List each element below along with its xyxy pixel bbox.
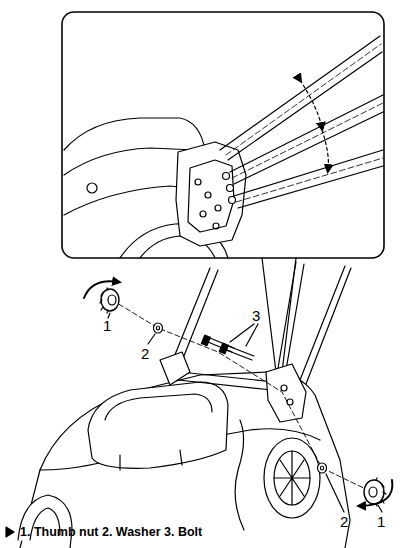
parts-caption: 1. Thumb nut 2. Washer 3. Bolt (20, 525, 202, 540)
callout-number: 1 (103, 318, 111, 333)
callout-number: 1 (377, 514, 385, 529)
callout-number: 2 (340, 514, 348, 529)
callout-number: 3 (252, 308, 260, 323)
callout-number: 2 (141, 346, 149, 361)
